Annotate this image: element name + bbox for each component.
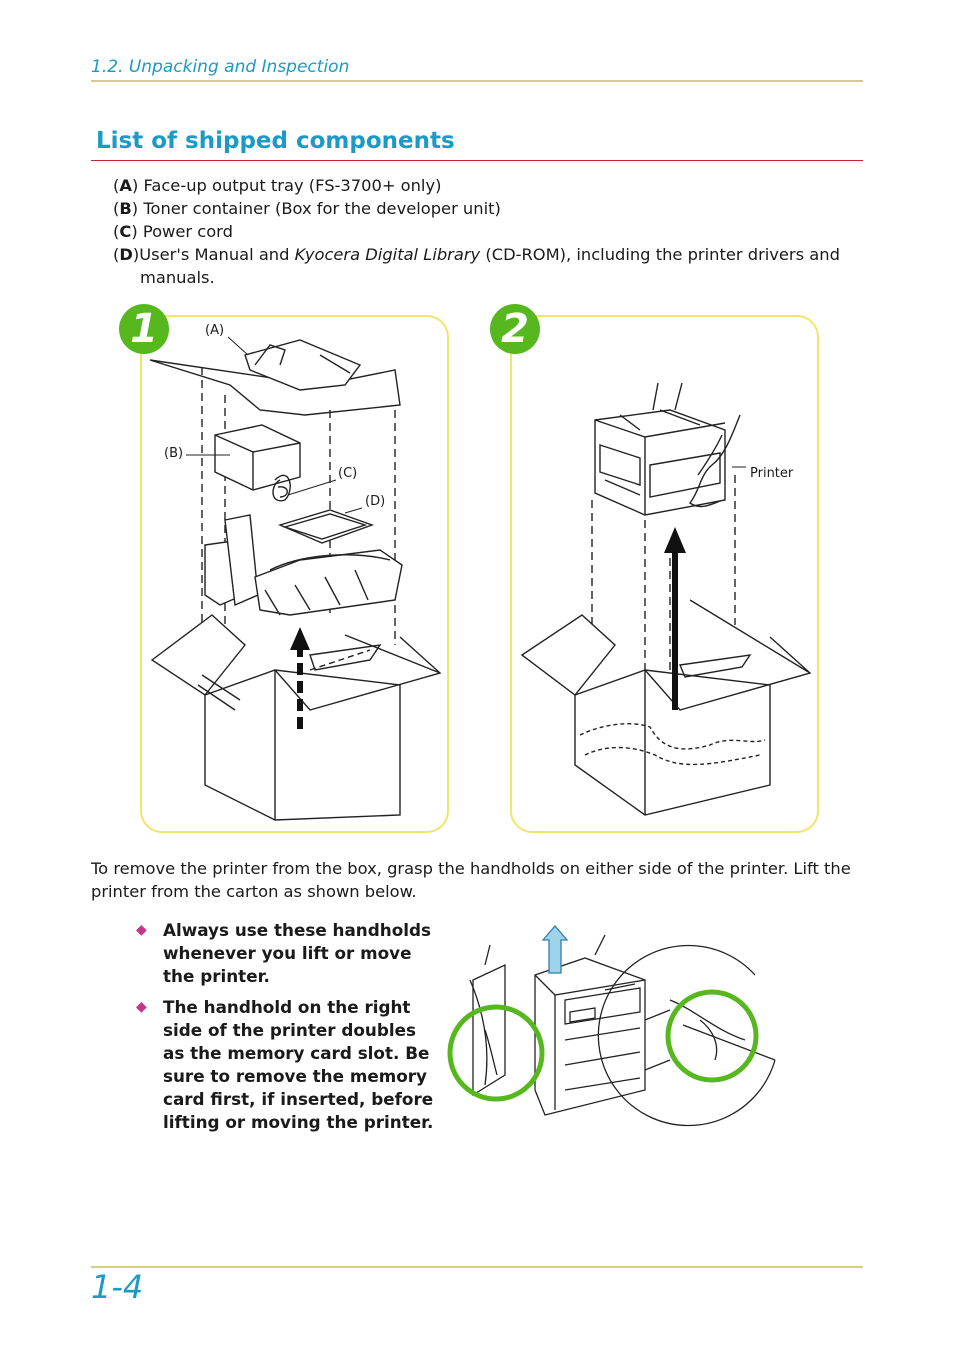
section-title: List of shipped components — [96, 128, 455, 154]
component-item-a: (A) Face-up output tray (FS-3700+ only) — [113, 176, 442, 195]
footer-rule — [91, 1266, 863, 1268]
running-header: 1.2. Unpacking and Inspection — [91, 57, 863, 82]
diamond-bullet-icon: ◆ — [136, 922, 147, 938]
note-text: Always use these handholds whenever you … — [163, 920, 431, 986]
component-item-d: (D) User's Manual and Kyocera Digital Li… — [113, 245, 840, 264]
label-d: (D) — [365, 494, 386, 509]
handhold-illustration — [447, 925, 776, 1127]
note-item: ◆ The handhold on the right side of the … — [136, 996, 436, 1134]
component-letter: B — [119, 199, 132, 218]
page-number: 1-4 — [91, 1268, 144, 1306]
notes-list: ◆ Always use these handholds whenever yo… — [136, 919, 436, 1142]
step-badge-2: 2 — [490, 304, 540, 354]
label-printer: Printer — [750, 466, 794, 481]
note-item: ◆ Always use these handholds whenever yo… — [136, 919, 436, 988]
label-b: (B) — [164, 446, 184, 461]
component-text-continued: manuals. — [140, 268, 215, 287]
component-item-c: (C) Power cord — [113, 222, 233, 241]
title-rule — [91, 160, 863, 161]
packing-contents-illustration — [149, 336, 442, 821]
component-text: Toner container (Box for the developer u… — [143, 199, 501, 218]
component-list: (A) Face-up output tray (FS-3700+ only) … — [113, 174, 865, 289]
note-text: The handhold on the right side of the pr… — [163, 997, 434, 1132]
component-text: User's Manual and Kyocera Digital Librar… — [139, 245, 840, 264]
label-a: (A) — [205, 323, 225, 338]
component-letter: A — [119, 176, 132, 195]
lifting-printer-illustration — [520, 382, 812, 816]
component-text: Power cord — [142, 222, 233, 241]
component-item-b: (B) Toner container (Box for the develop… — [113, 199, 501, 218]
component-letter: C — [119, 222, 132, 241]
label-c: (C) — [338, 466, 358, 481]
body-paragraph: To remove the printer from the box, gras… — [91, 859, 851, 901]
diamond-bullet-icon: ◆ — [136, 999, 147, 1015]
component-letter: D — [119, 245, 133, 264]
step-badge-1: 1 — [119, 304, 169, 354]
component-text: Face-up output tray (FS-3700+ only) — [143, 176, 442, 195]
